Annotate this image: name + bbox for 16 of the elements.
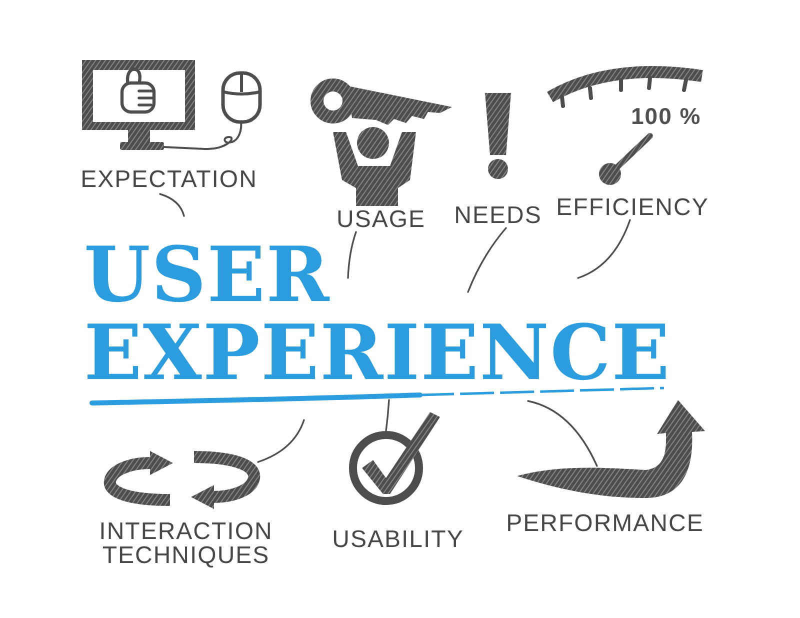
connector-stroke — [577, 219, 631, 279]
concept-label: NEEDS — [454, 204, 542, 228]
connector-stroke — [385, 399, 390, 432]
concept-label: EFFICIENCY — [556, 196, 709, 220]
connector-stroke — [347, 231, 357, 279]
percent-label: 100 % — [631, 103, 702, 129]
title: USER EXPERIENCE — [84, 236, 672, 392]
concept-label: USABILITY — [332, 528, 464, 552]
concept-label: EXPECTATION — [80, 168, 258, 192]
connector-stroke — [527, 400, 598, 467]
connector-stroke — [159, 193, 185, 217]
concept-label: PERFORMANCE — [506, 512, 704, 536]
concept-label: USAGE — [336, 208, 426, 232]
connector-stroke — [257, 419, 305, 463]
connector-stroke — [467, 227, 507, 293]
concept-label: INTERACTION TECHNIQUES — [98, 520, 274, 568]
